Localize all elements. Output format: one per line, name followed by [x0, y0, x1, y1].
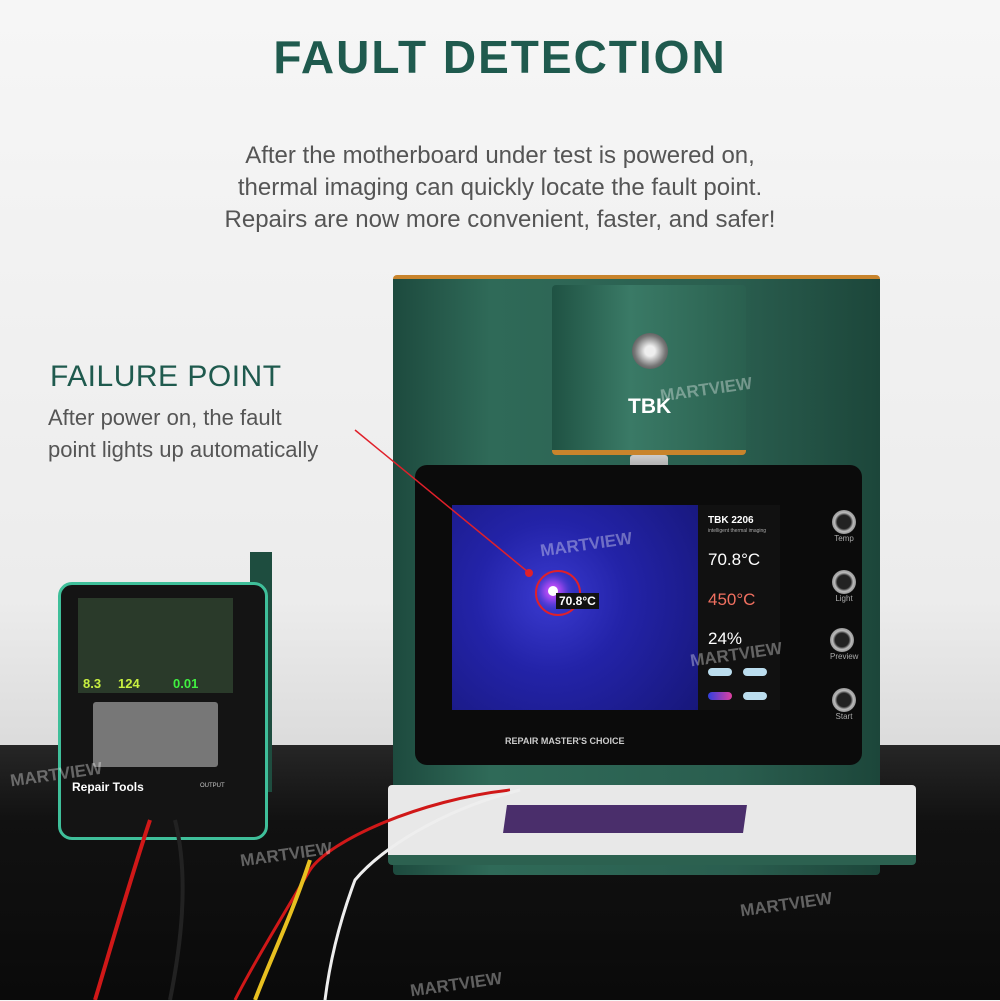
current-temp: 70.8°C — [708, 550, 761, 569]
knob-icon — [830, 628, 854, 652]
button-label: Temp — [834, 534, 854, 543]
knob-icon — [832, 688, 856, 712]
subtitle-line: thermal imaging can quickly locate the f… — [237, 174, 763, 201]
toggle[interactable] — [708, 668, 732, 676]
button-label: Light — [835, 594, 853, 603]
psu-brand: Repair Tools — [72, 780, 144, 794]
analog-meter — [93, 702, 218, 767]
power-button[interactable] — [632, 333, 668, 369]
psu-voltage: 8.3 — [83, 676, 102, 691]
toggle[interactable] — [743, 668, 767, 676]
motherboard — [503, 805, 747, 833]
button-start[interactable]: Start — [832, 688, 856, 721]
subtitle-line: After the motherboard under test is powe… — [245, 142, 755, 169]
knob-icon — [832, 510, 856, 534]
psu-current: 124 — [118, 676, 140, 691]
toggle[interactable] — [743, 692, 767, 700]
set-temp: 450°C — [708, 590, 756, 609]
hotspot-temp-label: 70.8°C — [556, 593, 599, 609]
button-label: Preview — [830, 652, 859, 661]
output-label: OUTPUT — [200, 783, 225, 789]
button-temp[interactable]: Temp — [832, 510, 856, 543]
psu-output: 0.01 — [173, 676, 199, 691]
percent: 24% — [708, 629, 743, 648]
psu-screen: 8.3 124 0.01 — [78, 598, 233, 693]
model-label: TBK 2206 — [708, 515, 754, 526]
button-label: Start — [835, 712, 853, 721]
screen-side-panel: TBK 2206 intelligent thermal imaging 70.… — [698, 505, 780, 710]
failure-point-title: FAILURE POINT — [50, 360, 282, 393]
button-light[interactable]: Light — [832, 570, 856, 603]
failure-point-text: After power on, the fault — [48, 405, 282, 430]
brand-logo: TBK — [628, 395, 672, 418]
subtitle-line: Repairs are now more convenient, faster,… — [224, 206, 776, 233]
knob-icon — [832, 570, 856, 594]
slogan: REPAIR MASTER'S CHOICE — [505, 736, 625, 746]
camera-head — [552, 285, 746, 455]
failure-point-text: point lights up automatically — [48, 437, 319, 462]
button-preview[interactable]: Preview — [830, 628, 858, 661]
toggle[interactable] — [708, 692, 732, 700]
model-subtitle: intelligent thermal imaging — [708, 528, 767, 534]
page-title: FAULT DETECTION — [273, 31, 727, 83]
